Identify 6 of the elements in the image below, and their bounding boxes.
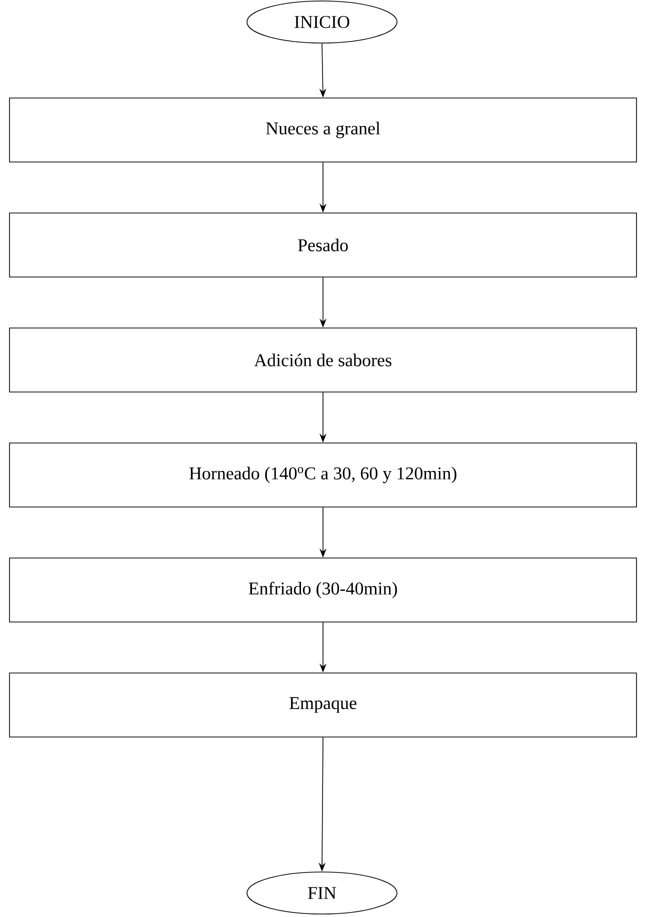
process-box: Empaque <box>9 672 637 738</box>
process-box: Horneado (140$^{o}$C a 30, 60 y 120min) <box>9 442 637 508</box>
process-box: Adición de sabores <box>9 328 637 392</box>
process-box: Pesado <box>9 212 637 278</box>
process-box: Nueces a granel <box>9 98 637 162</box>
process-box: Enfriado (30-40min) <box>9 558 637 622</box>
